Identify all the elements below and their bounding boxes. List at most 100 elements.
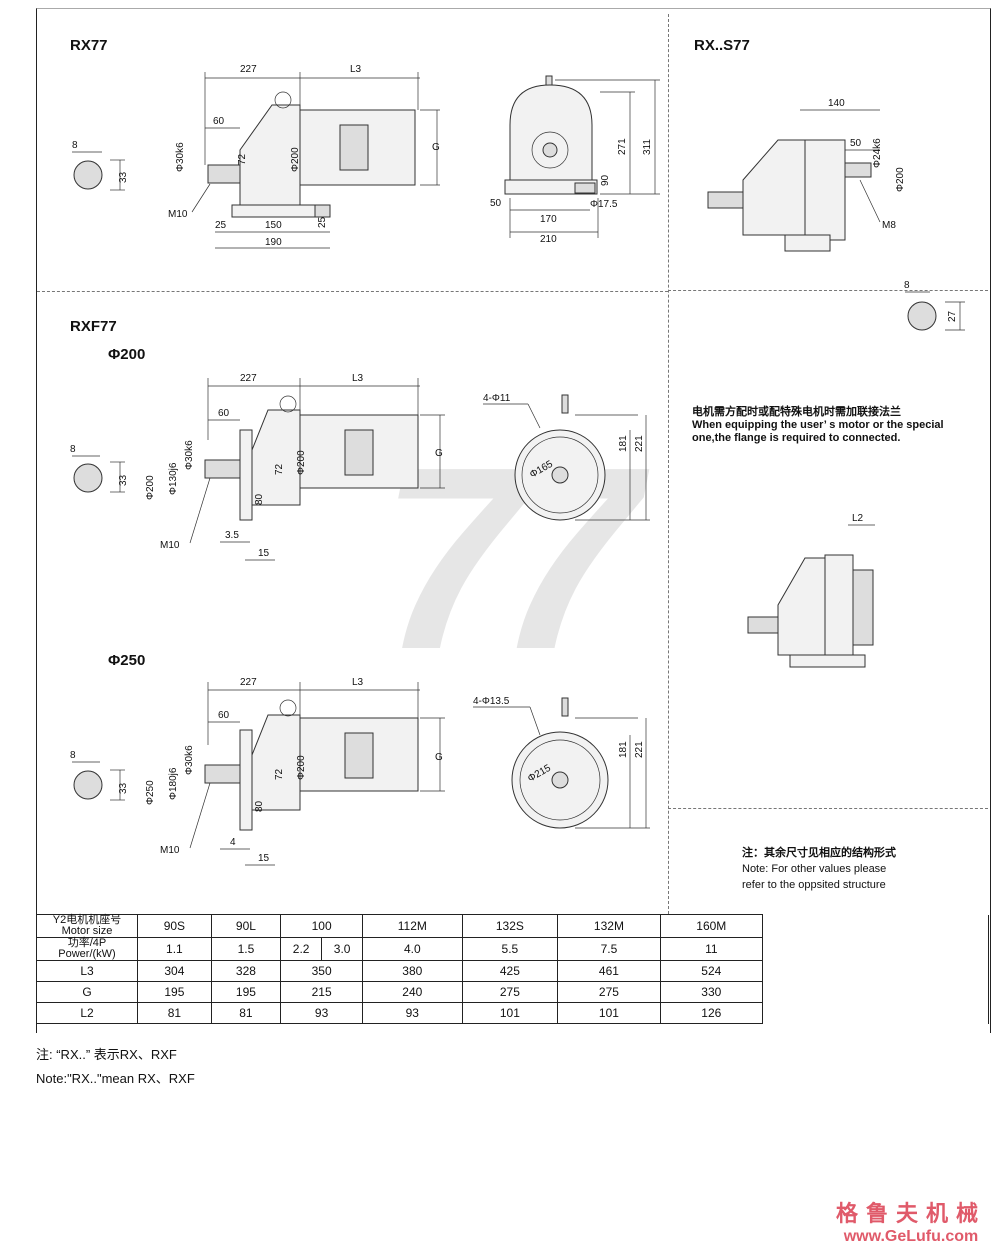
rx77-dim-271: 271 <box>617 138 628 155</box>
table-cell: 160M <box>659 914 764 938</box>
rxf250-dim-g: G <box>435 752 443 763</box>
divider-vertical <box>668 14 669 914</box>
rxf250-dim-phi30k6: Φ30k6 <box>184 745 195 775</box>
table-cell: 90S <box>137 914 212 938</box>
other-note-cn: 注：其余尺寸见相应的结构形式 <box>742 847 896 859</box>
rxf200-key-8: 8 <box>70 444 76 455</box>
rxs77-dim-phi24k6: Φ24k6 <box>872 138 883 168</box>
rx77-dim-phi200: Φ200 <box>290 147 301 172</box>
rxs77-dim-l2: L2 <box>852 513 864 524</box>
rxf250-drawing: 227 L3 60 Φ250 Φ180j6 Φ30k6 72 Φ200 80 G… <box>70 677 650 866</box>
rx77-dim-150: 150 <box>265 220 282 231</box>
rxs77-key-27: 27 <box>947 310 958 322</box>
table-cell: 304 <box>137 960 212 982</box>
motor-note-en-1: When equipping the user’ s motor or the … <box>692 419 944 431</box>
rxf250-dim-phi180j6: Φ180j6 <box>168 767 179 800</box>
rx77-dim-m10: M10 <box>168 209 188 220</box>
table-cell: 195 <box>137 981 212 1003</box>
rxf200-dim-phi130j6: Φ130j6 <box>168 462 179 495</box>
table-row-l2: L2 81 81 93 93 101 101 126 <box>36 1002 989 1024</box>
table-cell: 5.5 <box>461 937 559 961</box>
table-cell: 81 <box>137 1002 212 1024</box>
table-cell: 195 <box>210 981 282 1003</box>
rxf250-dim-4: 4 <box>230 837 236 848</box>
rxf250-dim-15: 15 <box>258 853 270 864</box>
rx77-key-8: 8 <box>72 140 78 151</box>
rx77-front-drawing: 271 311 90 50 Φ17.5 170 210 <box>490 75 660 245</box>
rxf250-dim-m10: M10 <box>160 845 180 856</box>
rx77-dim-170: 170 <box>540 214 557 225</box>
table-cell: 330 <box>659 981 764 1003</box>
rxs77-drawing: 140 50 Φ24k6 Φ200 M8 8 27 L2 <box>707 98 965 668</box>
rxs77-dim-m8: M8 <box>882 220 896 231</box>
rxf250-dim-181: 181 <box>618 741 629 758</box>
table-cell: 7.5 <box>557 937 661 961</box>
rx77-dim-72: 72 <box>237 153 248 165</box>
rxf200-dim-60: 60 <box>218 408 230 419</box>
rxf200-dim-227: 227 <box>240 373 257 384</box>
rxf250-dim-227: 227 <box>240 677 257 688</box>
rxf200-dim-15: 15 <box>258 548 270 559</box>
table-cell: 2.2 <box>280 937 323 961</box>
rx77-dim-phi17-5: Φ17.5 <box>590 199 618 210</box>
rxf200-dim-72: 72 <box>274 463 285 475</box>
rxf250-dim-221: 221 <box>634 741 645 758</box>
rxf200-dim-phi200b: Φ200 <box>296 450 307 475</box>
rx77-dim-25b: 25 <box>317 216 328 228</box>
rxf200-dim-g: G <box>435 448 443 459</box>
rx77-side-drawing: 227 L3 60 Φ30k6 72 Φ200 G 8 33 M10 25 15… <box>72 64 440 249</box>
rxf200-holes: 4-Φ11 <box>483 393 511 404</box>
logo-cn: 格鲁夫机械 <box>835 1201 986 1227</box>
phi200-subtitle: Φ200 <box>108 346 146 363</box>
table-cell: 524 <box>659 960 764 982</box>
rxf250-holes: 4-Φ13.5 <box>473 696 510 707</box>
rxf200-dim-181: 181 <box>618 435 629 452</box>
table-cell: 101 <box>461 1002 559 1024</box>
rx77-dim-60: 60 <box>213 116 225 127</box>
rx77-dim-190: 190 <box>265 237 282 248</box>
table-cell: 90L <box>210 914 282 938</box>
rx77-dim-g: G <box>432 142 440 153</box>
rxs77-dim-50: 50 <box>850 138 862 149</box>
rxf250-dim-80: 80 <box>254 800 265 812</box>
rxs77-title: RX..S77 <box>694 37 750 54</box>
table-cell: 132S <box>461 914 559 938</box>
rxf250-key-33: 33 <box>118 782 129 794</box>
table-cell: 126 <box>659 1002 764 1024</box>
table-cell: 132M <box>557 914 661 938</box>
rx77-dim-311: 311 <box>642 139 653 155</box>
rx77-dim-25a: 25 <box>215 220 227 231</box>
table-cell: 215 <box>280 981 364 1003</box>
rxf250-dim-60: 60 <box>218 710 230 721</box>
rxf200-dim-phi200: Φ200 <box>145 475 156 500</box>
table-cell: 1.1 <box>137 937 212 961</box>
rx77-title: RX77 <box>70 37 108 54</box>
table-blank <box>762 914 989 1024</box>
rx77-dim-90: 90 <box>600 174 611 186</box>
table-cell: 93 <box>362 1002 463 1024</box>
rxf77-title: RXF77 <box>70 318 117 335</box>
table-cell: 425 <box>461 960 559 982</box>
table-cell: 4.0 <box>362 937 463 961</box>
table-cell: 240 <box>362 981 463 1003</box>
rxf200-drawing: 227 L3 60 Φ200 Φ130j6 Φ30k6 72 Φ200 80 G… <box>70 373 650 561</box>
table-cell: 1.5 <box>210 937 282 961</box>
divider-right-top <box>668 290 988 291</box>
table-cell: 328 <box>210 960 282 982</box>
phi250-subtitle: Φ250 <box>108 652 146 669</box>
motor-note-en-2: one,the flange is required to connected. <box>692 432 901 444</box>
rxs77-key-8: 8 <box>904 280 910 291</box>
table-cell: 11 <box>659 937 764 961</box>
site-logo: 格鲁夫机械 www.GeLufu.com <box>836 1196 986 1246</box>
rxf200-dim-3-5: 3.5 <box>225 530 239 541</box>
table-cell: 275 <box>557 981 661 1003</box>
rx77-key-33: 33 <box>118 171 129 183</box>
table-cell: 350 <box>280 960 364 982</box>
other-values-note: 注：其余尺寸见相应的结构形式 Note: For other values pl… <box>742 845 896 893</box>
rx77-dim-l3: L3 <box>350 64 362 75</box>
rxf250-dim-72: 72 <box>274 768 285 780</box>
motor-note-cn: 电机需方配时或配特殊电机时需加联接法兰 <box>692 406 901 418</box>
table-cell: 93 <box>280 1002 364 1024</box>
table-cell: 380 <box>362 960 463 982</box>
